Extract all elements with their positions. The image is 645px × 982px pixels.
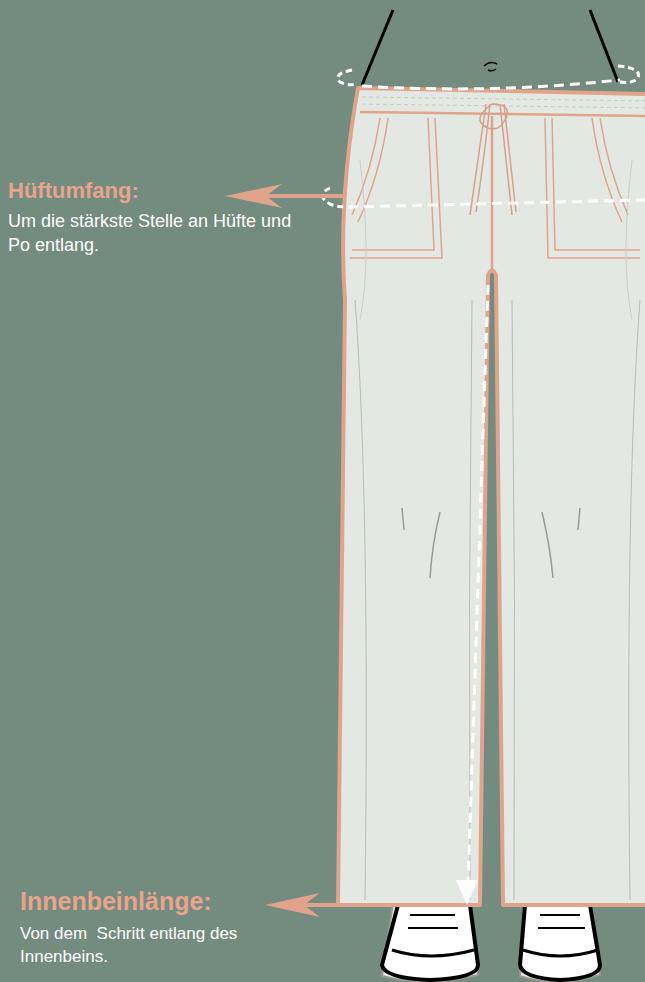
description-label: Um die stärkste Stelle an Hüfte und Po e… [8,209,298,257]
measure-arrowhead [456,880,478,905]
pants-outline [338,88,645,905]
measure-lines [323,66,645,885]
torso-lines [362,10,618,85]
description-label: Von dem Schritt entlang des Innenbeins. [20,922,288,968]
heading-label: Hüftumfang: [8,178,139,204]
leader-arrows [225,184,345,917]
pants-details [350,97,645,900]
heading-label: Innenbeinlänge: [20,887,212,916]
